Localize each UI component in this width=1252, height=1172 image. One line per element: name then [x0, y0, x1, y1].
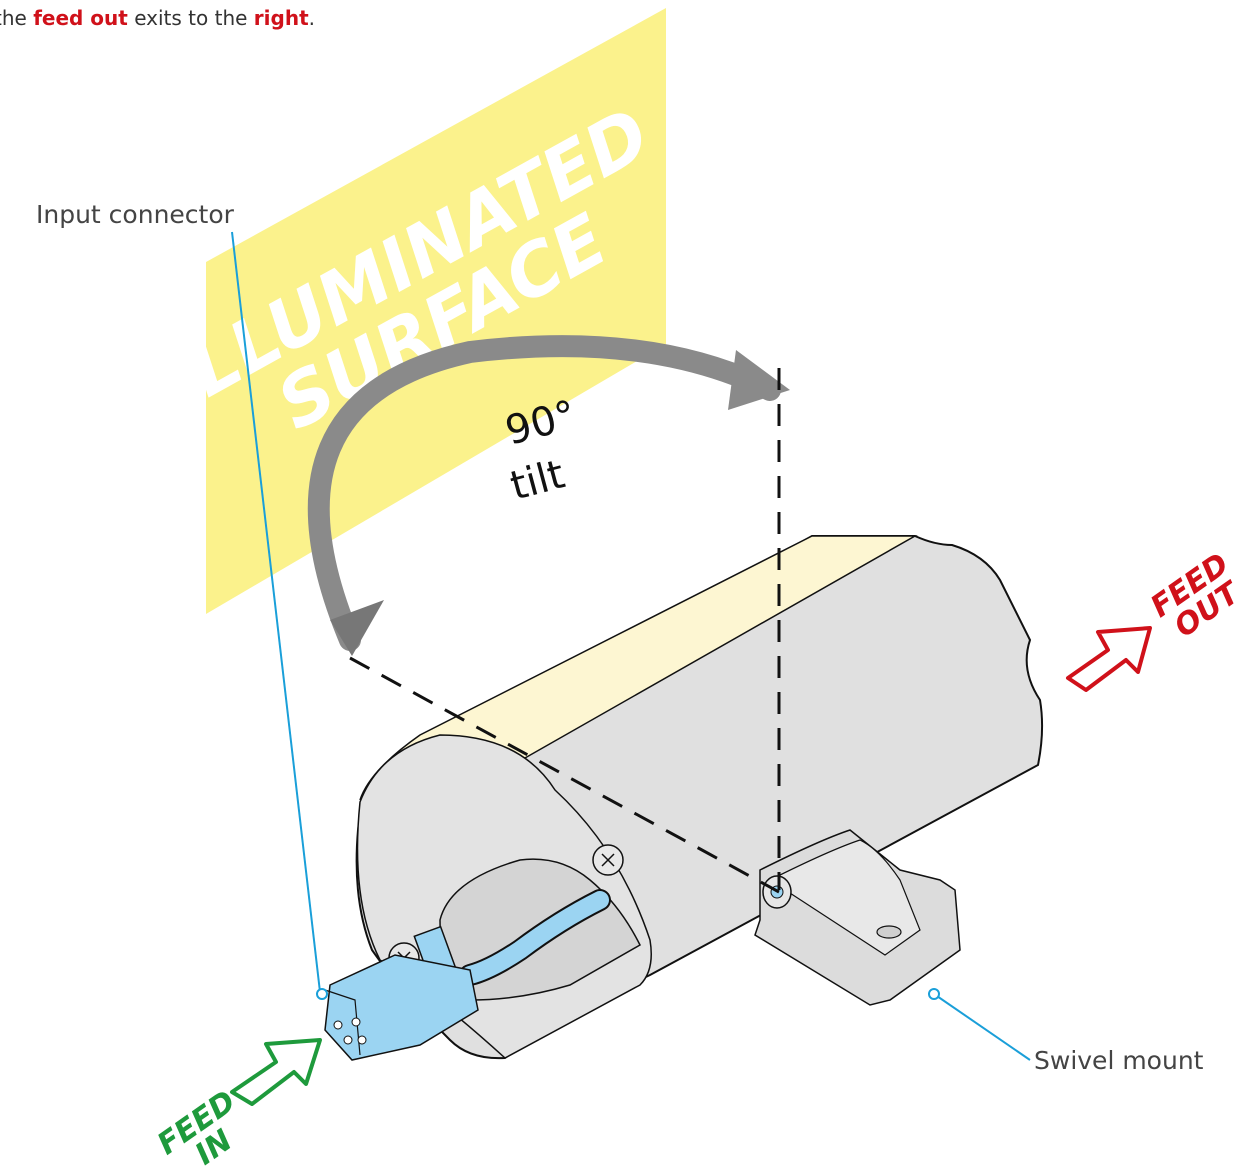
swivel-mount-leader	[934, 994, 1030, 1060]
screw-icon	[593, 845, 623, 875]
feed-in-arrow	[232, 1040, 320, 1104]
tilt-word: tilt	[506, 451, 570, 509]
swivel-mount-label: Swivel mount	[1034, 1046, 1203, 1075]
tilt-arrowhead-top	[728, 350, 790, 410]
feed-out-arrow	[1068, 628, 1150, 690]
input-connector-label: Input connector	[36, 200, 234, 229]
